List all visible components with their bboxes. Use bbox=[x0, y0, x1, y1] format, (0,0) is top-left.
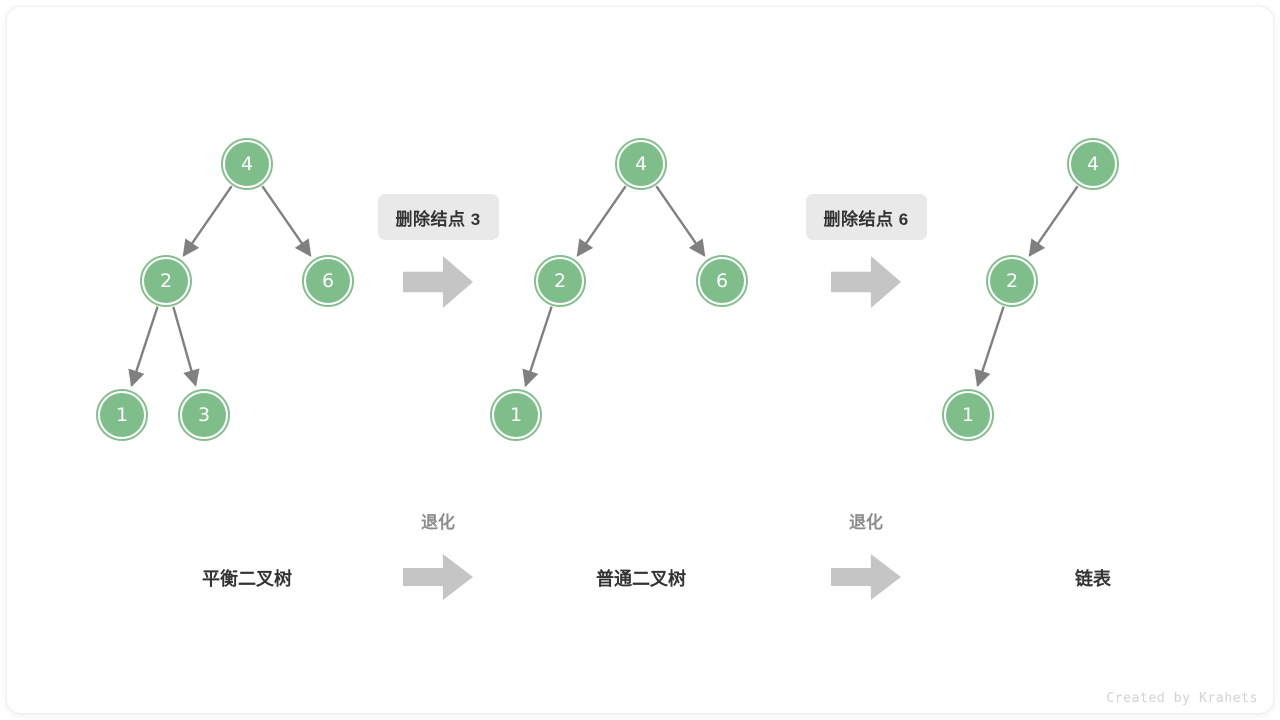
tree-node-value: 1 bbox=[961, 403, 975, 426]
tree-node: 2 bbox=[140, 255, 192, 307]
tree-node-value: 4 bbox=[634, 152, 648, 175]
tree-edge bbox=[172, 306, 200, 387]
bottom-arrow-delete-6 bbox=[831, 554, 901, 600]
block-arrow-shape bbox=[831, 554, 901, 600]
degenerate-label-delete-3: 退化 bbox=[421, 513, 455, 532]
tree-node: 1 bbox=[96, 389, 148, 441]
transition-arrow-delete-6 bbox=[831, 256, 901, 308]
tree-node-value: 3 bbox=[197, 403, 211, 426]
tree-node-disc: 2 bbox=[990, 259, 1034, 303]
bottom-arrow-delete-3 bbox=[403, 554, 473, 600]
tree-node-disc: 3 bbox=[182, 393, 226, 437]
tree-node-disc: 4 bbox=[619, 142, 663, 186]
stage-caption: 链表 bbox=[1075, 569, 1111, 589]
tree-node: 2 bbox=[534, 255, 586, 307]
watermark: Created by Krahets bbox=[1106, 691, 1258, 706]
tree-node-disc: 6 bbox=[306, 259, 350, 303]
tree-node-disc: 4 bbox=[225, 142, 269, 186]
tree-edge bbox=[128, 306, 159, 388]
tree-edges bbox=[128, 185, 1079, 388]
tree-node-value: 6 bbox=[321, 269, 335, 292]
stage-caption: 普通二叉树 bbox=[596, 569, 686, 589]
tree-node: 1 bbox=[942, 389, 994, 441]
tree-node: 2 bbox=[986, 255, 1038, 307]
tree-node-value: 1 bbox=[115, 403, 129, 426]
tree-node-disc: 4 bbox=[1071, 142, 1115, 186]
tree-node-disc: 1 bbox=[946, 393, 990, 437]
block-arrow-shape bbox=[403, 554, 473, 600]
transition-chip-delete-6: 删除结点 6 bbox=[805, 194, 927, 240]
tree-node-value: 4 bbox=[240, 152, 254, 175]
tree-node: 6 bbox=[302, 255, 354, 307]
tree-edge bbox=[655, 185, 706, 257]
tree-edge bbox=[1028, 185, 1079, 257]
transition-chip-delete-3: 删除结点 3 bbox=[377, 194, 499, 240]
tree-node-value: 1 bbox=[509, 403, 523, 426]
tree-node: 1 bbox=[490, 389, 542, 441]
tree-edge bbox=[261, 185, 312, 257]
stage-caption: 平衡二叉树 bbox=[202, 569, 292, 589]
tree-node-disc: 2 bbox=[144, 259, 188, 303]
tree-edge bbox=[974, 306, 1005, 388]
tree-node: 3 bbox=[178, 389, 230, 441]
tree-node-value: 2 bbox=[1005, 269, 1019, 292]
tree-edge bbox=[522, 306, 553, 388]
tree-node: 6 bbox=[696, 255, 748, 307]
tree-node-value: 6 bbox=[715, 269, 729, 292]
figure-card bbox=[7, 7, 1273, 713]
tree-node-disc: 6 bbox=[700, 259, 744, 303]
block-arrow-shape bbox=[831, 256, 901, 308]
degenerate-label-delete-6: 退化 bbox=[849, 513, 883, 532]
tree-edge bbox=[576, 185, 627, 257]
tree-node-disc: 1 bbox=[100, 393, 144, 437]
tree-node-value: 4 bbox=[1086, 152, 1100, 175]
tree-node: 4 bbox=[221, 138, 273, 190]
block-arrow-shape bbox=[403, 256, 473, 308]
tree-node: 4 bbox=[1067, 138, 1119, 190]
tree-node-value: 2 bbox=[553, 269, 567, 292]
tree-node: 4 bbox=[615, 138, 667, 190]
tree-edge bbox=[182, 185, 233, 257]
tree-node-disc: 1 bbox=[494, 393, 538, 437]
transition-arrow-delete-3 bbox=[403, 256, 473, 308]
tree-node-disc: 2 bbox=[538, 259, 582, 303]
tree-node-value: 2 bbox=[159, 269, 173, 292]
